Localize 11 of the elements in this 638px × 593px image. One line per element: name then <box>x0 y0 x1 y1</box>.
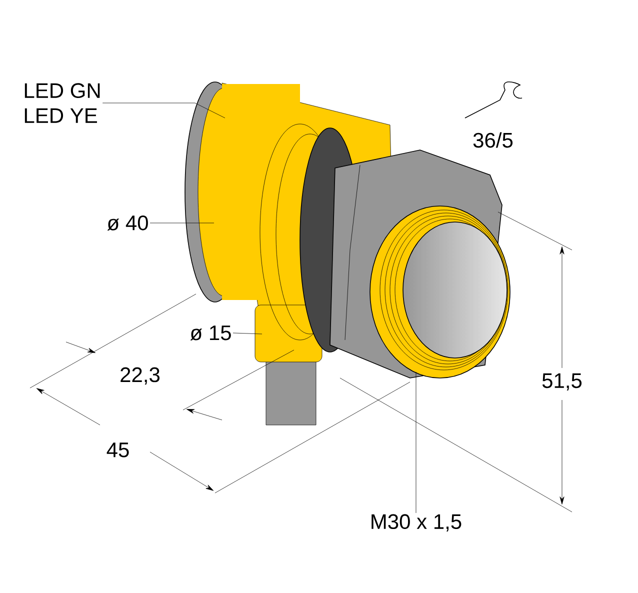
dimension-label: 45 <box>105 442 131 458</box>
dimension-label: 36/5 <box>472 131 514 149</box>
leader-line <box>232 332 262 334</box>
dimension-label: 51,5 <box>540 372 584 392</box>
callout-label: ø 40 <box>106 214 150 232</box>
callout-label: LED GN LED YE <box>22 82 102 124</box>
callout-label: M30 x 1,5 <box>368 513 464 533</box>
callout-label: ø 15 <box>188 324 233 342</box>
dimension-label: 22,3 <box>118 366 162 386</box>
leader-line <box>150 222 214 224</box>
leader-line <box>102 102 226 118</box>
